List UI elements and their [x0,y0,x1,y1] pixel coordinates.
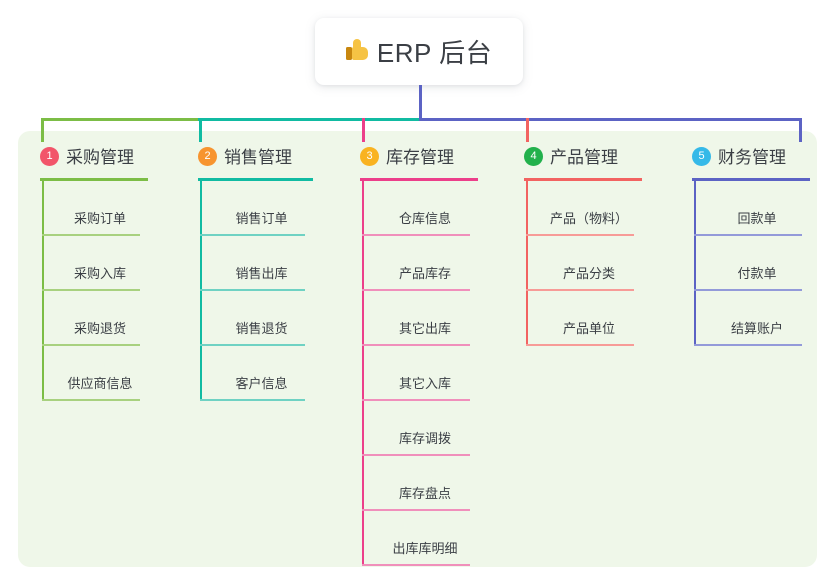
branch-stub-3 [362,118,365,142]
leaf-node[interactable]: 仓库信息 [398,211,451,226]
leaf-node-rule [694,234,802,236]
leaf-node[interactable]: 付款单 [737,266,777,281]
leaf-node-rule [362,399,470,401]
leaf-node[interactable]: 结算账户 [730,321,783,336]
leaf-node[interactable]: 采购订单 [73,211,126,226]
branch-column-财务管理: 5 财务管理 [692,145,839,181]
branch-index-badge: 5 [692,147,711,166]
leaf-node[interactable]: 其它入库 [398,376,451,391]
branch-stub-1 [41,118,44,142]
leaf-node-rule [42,344,140,346]
leaf-node[interactable]: 采购退货 [73,321,126,336]
branch-spine-库存管理 [362,178,364,566]
root-node-card[interactable]: ERP 后台 [315,18,523,85]
branch-header-采购管理[interactable]: 1 采购管理 [40,145,190,169]
branch-column-产品管理: 4 产品管理 [524,145,684,181]
branch-title-label: 财务管理 [718,147,786,167]
leaf-node-rule [200,289,305,291]
leaf-node-rule [362,344,470,346]
bus-segment-green [41,118,200,121]
leaf-node-rule [200,344,305,346]
leaf-node[interactable]: 销售出库 [235,266,288,281]
leaf-node[interactable]: 产品单位 [562,321,615,336]
leaf-node-rule [200,234,305,236]
leaf-node-rule [362,234,470,236]
leaf-node[interactable]: 其它出库 [398,321,451,336]
branch-column-库存管理: 3 库存管理 [360,145,510,181]
leaf-node[interactable]: 产品库存 [398,266,451,281]
branch-title-label: 采购管理 [66,147,134,167]
leaf-node[interactable]: 回款单 [737,211,777,226]
branch-stub-4 [526,118,529,142]
branch-header-rule [198,178,313,181]
bus-segment-teal [198,118,422,121]
leaf-node-rule [694,289,802,291]
branch-stub-2 [199,118,202,142]
leaf-node-rule [362,509,470,511]
leaf-node[interactable]: 销售订单 [235,211,288,226]
branch-column-销售管理: 2 销售管理 [198,145,348,181]
branch-index-badge: 3 [360,147,379,166]
branch-header-rule [692,178,810,181]
leaf-node[interactable]: 产品分类 [562,266,615,281]
leaf-node[interactable]: 库存盘点 [398,486,451,501]
branch-stub-5 [799,118,802,142]
branch-column-采购管理: 1 采购管理 [40,145,190,181]
branch-header-rule [524,178,642,181]
leaf-node[interactable]: 客户信息 [235,376,288,391]
leaf-node[interactable]: 库存调拨 [398,431,451,446]
leaf-node[interactable]: 产品（物料） [549,211,628,226]
branch-title-label: 产品管理 [550,147,618,167]
branch-header-财务管理[interactable]: 5 财务管理 [692,145,839,169]
root-node-label: ERP 后台 [376,38,493,68]
branch-header-产品管理[interactable]: 4 产品管理 [524,145,684,169]
branch-header-销售管理[interactable]: 2 销售管理 [198,145,348,169]
leaf-node[interactable]: 供应商信息 [67,376,133,391]
root-stem [419,85,422,121]
leaf-node-rule [200,399,305,401]
bus-segment-blue [419,118,802,121]
leaf-node[interactable]: 出库库明细 [392,541,458,556]
leaf-node-rule [362,289,470,291]
branch-index-badge: 2 [198,147,217,166]
thumbs-up-icon [345,39,368,64]
branch-spine-产品管理 [526,178,528,346]
root-node-title: ERP 后台 [345,33,493,70]
branch-index-badge: 1 [40,147,59,166]
leaf-node[interactable]: 销售退货 [235,321,288,336]
branch-spine-财务管理 [694,178,696,346]
leaf-node-rule [694,344,802,346]
branch-title-label: 库存管理 [386,147,454,167]
branch-header-库存管理[interactable]: 3 库存管理 [360,145,510,169]
leaf-node-rule [42,399,140,401]
leaf-node-rule [362,454,470,456]
leaf-node[interactable]: 采购入库 [73,266,126,281]
leaf-node-rule [42,234,140,236]
branch-header-rule [40,178,148,181]
branch-header-rule [360,178,478,181]
branch-index-badge: 4 [524,147,543,166]
diagram-panel [18,131,817,567]
leaf-node-rule [526,234,634,236]
leaf-node-rule [42,289,140,291]
leaf-node-rule [362,564,470,566]
leaf-node-rule [526,289,634,291]
leaf-node-rule [526,344,634,346]
branch-title-label: 销售管理 [224,147,292,167]
